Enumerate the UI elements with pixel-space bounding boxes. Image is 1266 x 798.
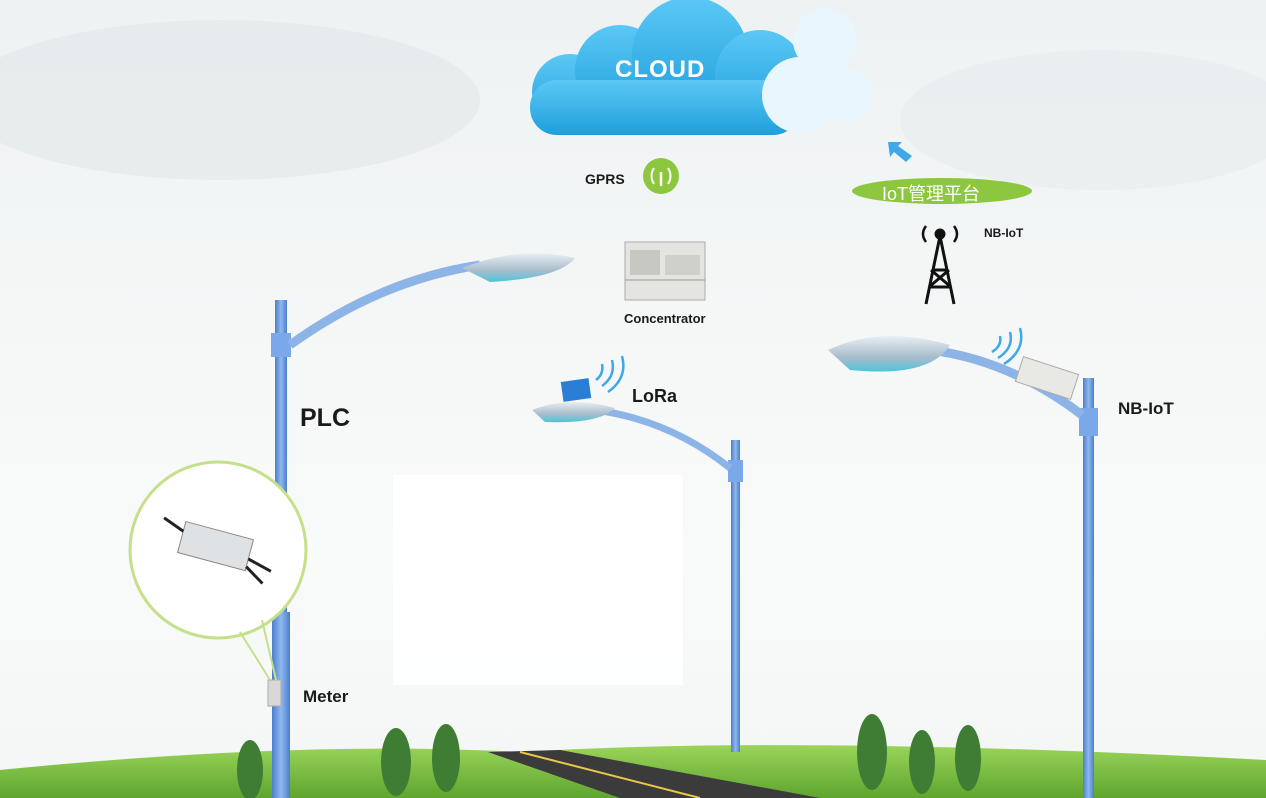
concentrator-label: Concentrator <box>624 311 706 326</box>
concentrator-device <box>624 241 706 301</box>
cloud-label: CLOUD <box>615 56 706 83</box>
wireless-signal-icon <box>643 158 679 194</box>
cloud <box>530 0 873 135</box>
arrow-up-left-icon <box>888 142 912 162</box>
cell-tower-icon <box>921 225 959 305</box>
ground <box>0 745 1266 798</box>
meter-label: Meter <box>303 687 349 706</box>
iot-platform-badge <box>852 178 1032 204</box>
plc-label: PLC <box>300 404 350 432</box>
lora-label: LoRa <box>632 386 677 406</box>
street-lamp-lora <box>532 355 743 752</box>
gprs-label: GPRS <box>585 171 625 187</box>
iot-platform-label: IoT管理平台 <box>882 184 981 204</box>
tower-label: NB-IoT <box>984 226 1024 240</box>
street-lamp-nbiot <box>828 327 1098 798</box>
nbiot-label: NB-IoT <box>1118 399 1174 418</box>
street-lamp-plc <box>128 253 575 798</box>
trees <box>237 714 981 798</box>
